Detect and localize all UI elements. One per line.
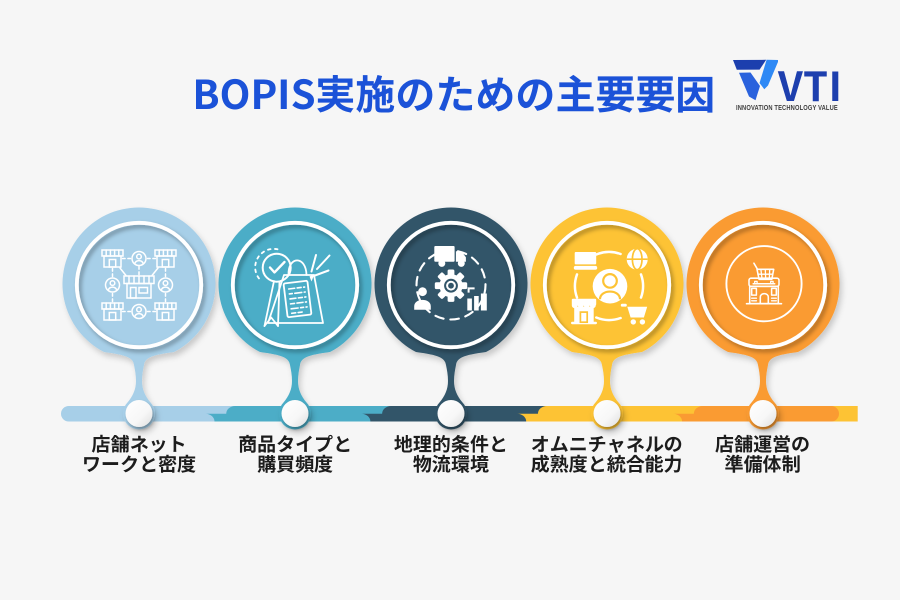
factor-label-line1: 店舗ネット bbox=[91, 429, 187, 457]
vti-logo-mark-icon bbox=[733, 59, 778, 101]
factor-bubble-5 bbox=[686, 207, 840, 430]
factor-label-line1: 商品タイプと bbox=[238, 429, 353, 457]
vti-logo-tagline: INNOVATION TECHNOLOGY VALUE bbox=[736, 103, 838, 112]
factor-bubble-1 bbox=[62, 207, 216, 430]
factor-bubble-4 bbox=[530, 207, 684, 430]
factor-label-line2: 準備体制 bbox=[724, 450, 801, 478]
factor-label-line2: 物流環境 bbox=[412, 450, 489, 478]
timeline-dot-4 bbox=[593, 400, 621, 427]
factor-label-5: 店舗運営の 準備体制 bbox=[653, 429, 873, 478]
factor-label-line2: ワークと密度 bbox=[82, 450, 197, 478]
bubble-shape bbox=[686, 207, 840, 430]
bubble-white-ring bbox=[230, 220, 360, 350]
timeline-dot-3 bbox=[437, 400, 465, 427]
logistics-gear-truck-icon bbox=[414, 246, 487, 321]
bubble-white-ring bbox=[698, 220, 827, 350]
omnichannel-flow-icon bbox=[570, 247, 648, 325]
factor-label-4: オムニチャネルの 成熟度と統合能力 bbox=[497, 429, 717, 478]
timeline-dot-5 bbox=[749, 400, 777, 427]
store-readiness-icon bbox=[725, 245, 803, 323]
factor-label-3: 地理的条件と 物流環境 bbox=[341, 429, 561, 478]
bubble-white-ring bbox=[75, 220, 204, 350]
factor-label-line2: 成熟度と統合能力 bbox=[530, 450, 683, 478]
factor-label-line1: オムニチャネルの bbox=[530, 429, 683, 457]
vti-logo-text: VTI bbox=[778, 54, 843, 113]
factor-label-line1: 店舗運営の bbox=[715, 429, 811, 457]
factor-label-2: 商品タイプと 購買頻度 bbox=[185, 429, 405, 478]
factor-bubble-2 bbox=[218, 207, 372, 430]
timeline-dot-1 bbox=[125, 400, 153, 427]
timeline-dot-2 bbox=[281, 400, 309, 427]
bubble-shape bbox=[218, 207, 372, 430]
page-title: BOPIS実施のための主要要因 bbox=[192, 63, 716, 121]
factor-label-line2: 購買頻度 bbox=[257, 450, 334, 478]
bubble-white-ring bbox=[542, 220, 671, 350]
vti-logo: VTI INNOVATION TECHNOLOGY VALUE bbox=[728, 55, 848, 113]
product-award-list-icon bbox=[254, 247, 331, 327]
factor-label-1: 店舗ネット ワークと密度 bbox=[29, 429, 249, 478]
bubble-white-ring bbox=[386, 220, 515, 350]
factor-bubble-3 bbox=[374, 207, 528, 430]
factor-label-line1: 地理的条件と bbox=[393, 429, 508, 457]
store-network-icon bbox=[101, 249, 177, 321]
